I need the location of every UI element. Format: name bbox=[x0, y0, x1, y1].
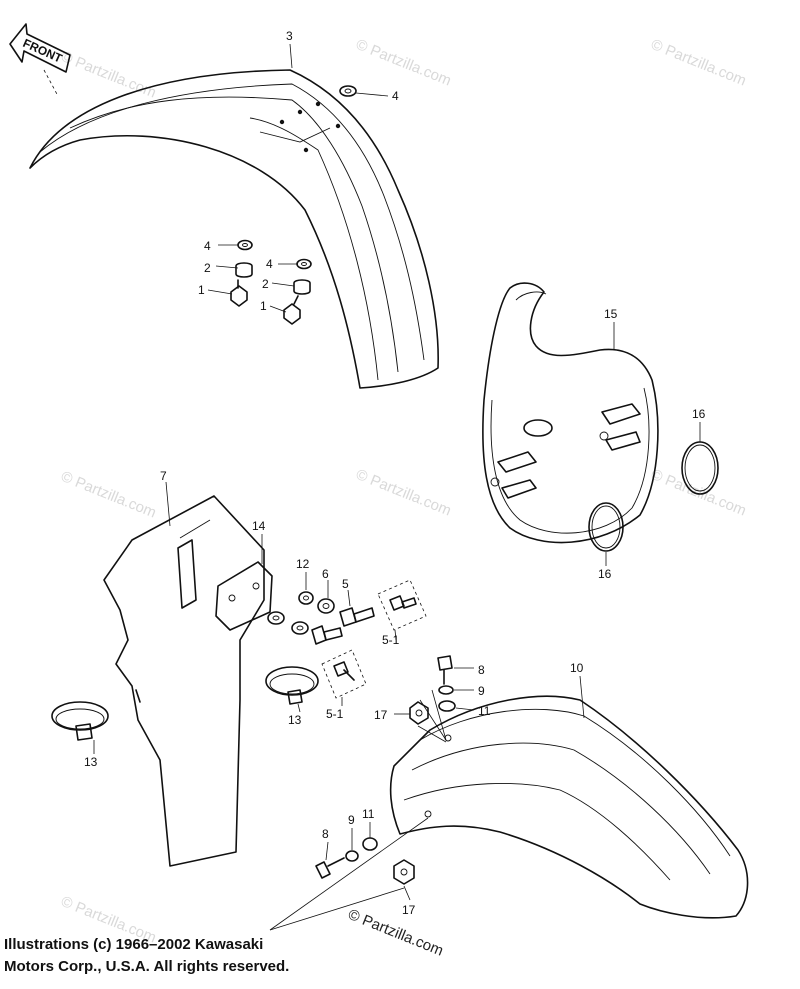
bracket-plate bbox=[215, 561, 273, 631]
callout-16: 16 bbox=[598, 567, 612, 581]
washer-lower-left bbox=[267, 611, 285, 625]
nut-part-17-upper bbox=[409, 701, 429, 725]
callout-17: 17 bbox=[402, 903, 416, 917]
callout-8: 8 bbox=[478, 663, 485, 677]
callout-3: 3 bbox=[286, 29, 293, 43]
callout-17: 17 bbox=[374, 708, 388, 722]
mounting-hole bbox=[279, 119, 285, 125]
callout-8: 8 bbox=[322, 827, 329, 841]
screw-part-5-1-lower bbox=[321, 649, 367, 699]
bolt-part-8-lower bbox=[315, 857, 345, 879]
nut-part-11-upper bbox=[438, 700, 456, 712]
callout-10: 10 bbox=[570, 661, 584, 675]
washer-lower bbox=[291, 621, 309, 635]
o-ring-lower bbox=[588, 502, 624, 552]
washer-part-4 bbox=[339, 85, 357, 97]
copyright-notice: Illustrations (c) 1966–2002 Kawasaki Mot… bbox=[4, 934, 289, 978]
callout-13: 13 bbox=[84, 755, 98, 769]
callout-2: 2 bbox=[204, 261, 211, 275]
mounting-hole bbox=[315, 101, 321, 107]
hose-clamp-left bbox=[51, 701, 109, 741]
watermark: © Partzilla.com bbox=[649, 466, 749, 520]
mounting-hole bbox=[297, 109, 303, 115]
callout-4: 4 bbox=[204, 239, 211, 253]
watermark: © Partzilla.com bbox=[649, 36, 749, 90]
headlight-housing bbox=[482, 282, 659, 544]
nut-part-17-lower bbox=[393, 859, 415, 885]
hose-clamp-right bbox=[265, 666, 319, 705]
callout-9: 9 bbox=[348, 813, 355, 827]
callout-5-1: 5-1 bbox=[382, 633, 400, 647]
bolt-part-8-upper bbox=[437, 655, 453, 685]
bolt-lower bbox=[311, 625, 343, 645]
callout-5-1: 5-1 bbox=[326, 707, 344, 721]
front-arrow-icon: FRONT bbox=[9, 23, 71, 97]
washer-part-12 bbox=[298, 591, 314, 605]
copyright-line-2: Motors Corp., U.S.A. All rights reserved… bbox=[4, 958, 290, 975]
callout-4: 4 bbox=[266, 257, 273, 271]
washer-part-9-lower bbox=[345, 850, 359, 862]
front-arrow-label: FRONT bbox=[21, 36, 65, 66]
nut-part-11-lower bbox=[362, 837, 378, 851]
callout-1: 1 bbox=[260, 299, 267, 313]
callout-4: 4 bbox=[392, 89, 399, 103]
fender-fasteners-left bbox=[230, 239, 253, 307]
bolt-part-5 bbox=[339, 607, 375, 627]
mounting-hole bbox=[303, 147, 309, 153]
front-fender bbox=[29, 69, 439, 389]
rear-fender bbox=[389, 695, 749, 919]
watermark-layer: © Partzilla.com © Partzilla.com © Partzi… bbox=[59, 36, 749, 947]
screw-part-5-1-upper bbox=[377, 579, 427, 631]
callout-2: 2 bbox=[262, 277, 269, 291]
callout-labels: 3 4 4 4 2 2 1 1 15 16 16 7 14 12 6 5 5-1… bbox=[84, 29, 706, 917]
callout-16: 16 bbox=[692, 407, 706, 421]
callout-15: 15 bbox=[604, 307, 618, 321]
mounting-hole bbox=[335, 123, 341, 129]
washer-part-6 bbox=[317, 598, 335, 614]
mud-flap bbox=[103, 495, 265, 867]
callout-11: 11 bbox=[362, 807, 375, 821]
callout-13: 13 bbox=[288, 713, 302, 727]
leader-lines bbox=[93, 43, 701, 931]
washer-part-9-upper bbox=[438, 685, 454, 695]
callout-11: 11 bbox=[478, 704, 491, 718]
callout-1: 1 bbox=[198, 283, 205, 297]
callout-9: 9 bbox=[478, 684, 485, 698]
watermark: © Partzilla.com bbox=[354, 466, 454, 520]
callout-7: 7 bbox=[160, 469, 167, 483]
callout-14: 14 bbox=[252, 519, 266, 533]
watermark: © Partzilla.com bbox=[59, 48, 159, 102]
copyright-line-1: Illustrations (c) 1966–2002 Kawasaki bbox=[4, 936, 264, 953]
callout-12: 12 bbox=[296, 557, 310, 571]
fender-fasteners-right bbox=[283, 258, 312, 325]
callout-6: 6 bbox=[322, 567, 329, 581]
callout-5: 5 bbox=[342, 577, 349, 591]
watermark: © Partzilla.com bbox=[354, 36, 454, 90]
watermark: © Partzilla.com bbox=[59, 468, 159, 522]
